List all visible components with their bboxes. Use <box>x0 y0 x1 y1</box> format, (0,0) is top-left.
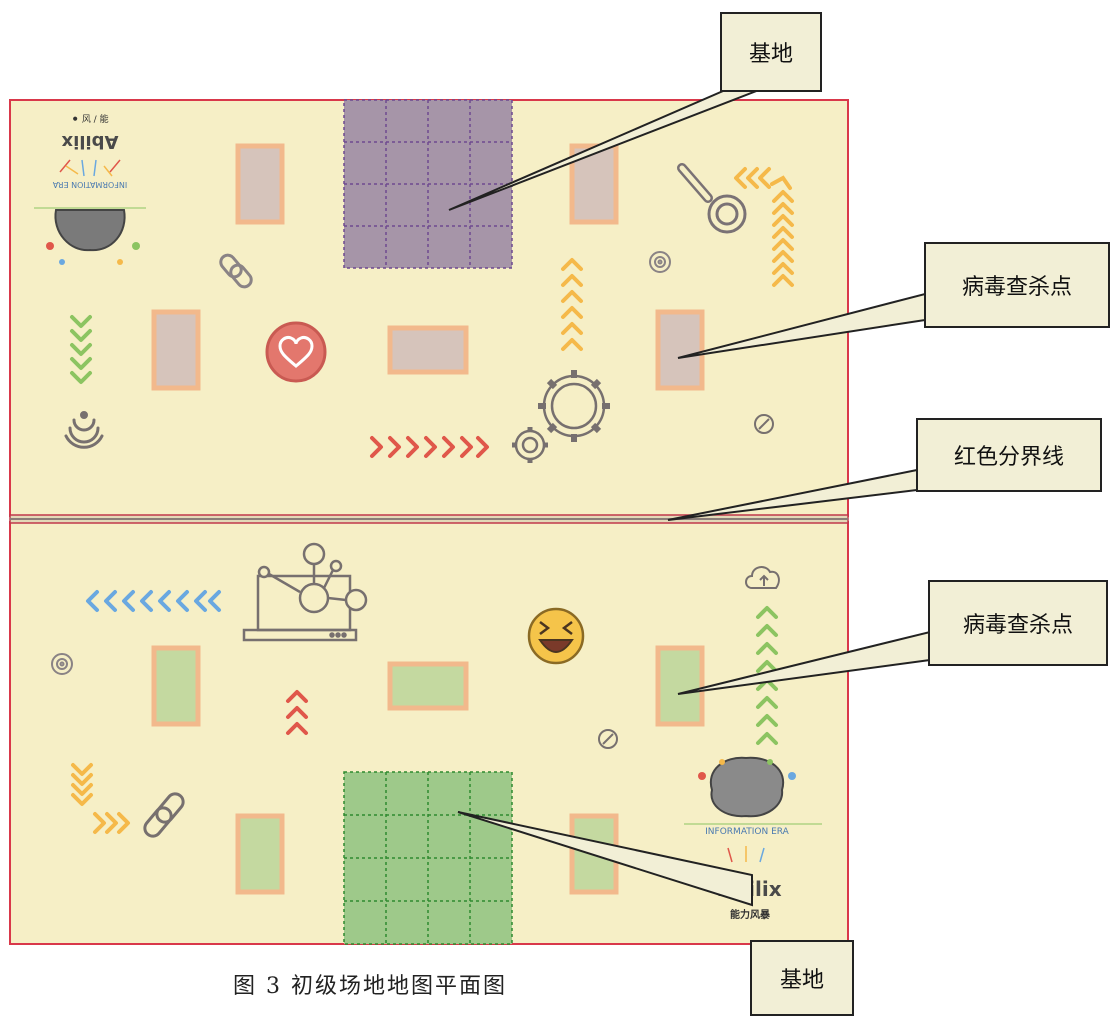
pad <box>387 325 469 375</box>
pointer-base-bottom <box>457 811 753 907</box>
network-computer-icon <box>242 542 368 642</box>
laughing-emoji-icon <box>527 607 585 665</box>
logo-bottom-slogan: 能力风暴 <box>730 908 771 921</box>
chain-link-icon-bottom <box>143 792 185 838</box>
compass-icon <box>754 414 774 434</box>
cloud-upload-icon <box>745 566 780 589</box>
figure-caption: 图 3 初级场地地图平面图 <box>233 974 507 999</box>
logo-top-subtitle: INFORMATION ERA <box>52 180 127 189</box>
pad <box>387 661 469 711</box>
virus-kill-point-bottom <box>655 645 705 727</box>
callout-base-top: 基地 <box>720 12 822 92</box>
callout-virus-point-top: 病毒查杀点 <box>924 242 1110 328</box>
pad <box>235 143 285 225</box>
callout-base-top-label: 基地 <box>748 42 793 67</box>
callout-red-boundary-label: 红色分界线 <box>953 445 1064 470</box>
callout-base-bottom: 基地 <box>750 940 854 1016</box>
magnifier-icon <box>677 163 747 234</box>
svg-text:⚫ 风 / 能: ⚫ 风 / 能 <box>71 113 108 125</box>
callout-red-boundary: 红色分界线 <box>916 418 1102 492</box>
virus-kill-point-top <box>655 309 705 391</box>
callout-base-bottom-label: 基地 <box>779 968 824 993</box>
callout-pointers <box>448 87 931 907</box>
logo-bottom-line1: INFORMATION ERA <box>705 827 790 837</box>
disc-icon <box>649 251 671 273</box>
pad <box>151 645 201 727</box>
base-bottom-grid <box>343 771 513 945</box>
heart-icon <box>265 321 327 383</box>
pads-top <box>151 143 705 391</box>
chain-link-icon <box>219 253 253 289</box>
base-top-grid <box>343 99 513 269</box>
wifi-icon <box>64 411 104 449</box>
pad <box>235 813 285 895</box>
compass-icon-bottom <box>598 729 618 749</box>
pad <box>151 309 201 391</box>
callout-virus-point-bottom: 病毒查杀点 <box>928 580 1108 666</box>
gear-icon <box>512 370 610 463</box>
arrow-orange-left-top <box>734 167 792 190</box>
disc-icon-bottom <box>51 653 73 675</box>
logo-top-brand: Abilix <box>61 131 118 152</box>
callout-virus-point-bottom-label: 病毒查杀点 <box>962 613 1073 638</box>
logo-top: ⚫ 风 / 能 Abilix INFORMATION ERA <box>34 113 146 265</box>
callout-virus-point-top-label: 病毒查杀点 <box>961 275 1072 300</box>
